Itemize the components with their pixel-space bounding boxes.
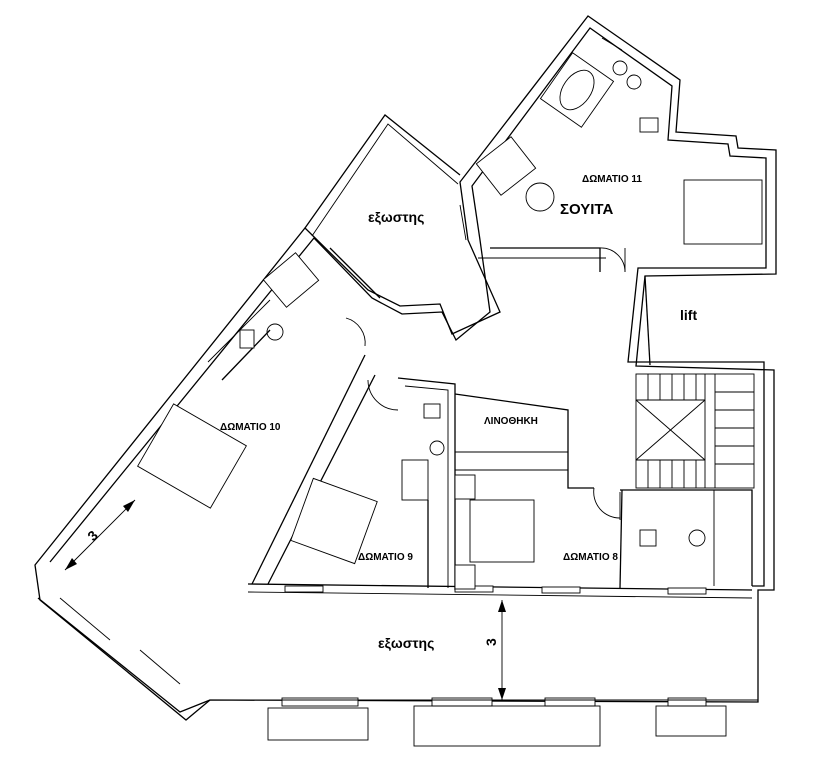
washbasin xyxy=(266,323,284,341)
toilet xyxy=(639,117,659,133)
lower-balcony xyxy=(37,597,758,747)
room-label-lift: lift xyxy=(680,307,697,323)
washbasin xyxy=(688,529,706,547)
washbasin xyxy=(429,440,445,456)
room-label-room-9: ΔΩΜΑΤΙΟ 9 xyxy=(358,552,413,563)
toilet xyxy=(239,329,255,349)
armchair xyxy=(475,136,537,196)
room-labels: εξωστης ΣΟΥΙΤΑ ΔΩΜΑΤΙΟ 11 lift ΔΩΜΑΤΙΟ 1… xyxy=(220,174,697,651)
room-label-room-11: ΔΩΜΑΤΙΟ 11 xyxy=(582,174,642,185)
toilet xyxy=(423,403,441,419)
round-table xyxy=(525,182,555,212)
room-label-suite: ΣΟΥΙΤΑ xyxy=(560,201,613,218)
staircase xyxy=(635,373,755,489)
wardrobe xyxy=(454,564,476,590)
room-label-linen-closet: ΛΙΝΟΘΗΚΗ xyxy=(484,416,538,427)
outer-walls xyxy=(34,15,777,721)
wardrobe xyxy=(454,474,476,500)
room-label-balcony-top: εξωστης xyxy=(368,209,424,225)
bed xyxy=(290,477,378,565)
bed xyxy=(469,499,535,563)
dimension-markers xyxy=(64,499,506,700)
interior-walls xyxy=(207,247,753,599)
dimension-label-left: 3 xyxy=(84,527,101,544)
bathtub xyxy=(539,52,615,128)
dimension-label-bottom: 3 xyxy=(483,638,499,646)
toilet xyxy=(639,529,657,547)
armchair xyxy=(262,252,320,308)
double-bed xyxy=(683,179,763,245)
wardrobe xyxy=(401,459,429,501)
washbasin xyxy=(612,60,628,76)
furniture xyxy=(137,52,763,590)
room-label-room-10: ΔΩΜΑΤΙΟ 10 xyxy=(220,422,281,433)
bed xyxy=(137,403,247,509)
washbasin xyxy=(626,74,642,90)
room-label-room-8: ΔΩΜΑΤΙΟ 8 xyxy=(563,552,618,563)
doors xyxy=(345,247,626,520)
room-label-balcony-bottom: εξωστης xyxy=(378,635,434,651)
windows xyxy=(59,37,707,707)
